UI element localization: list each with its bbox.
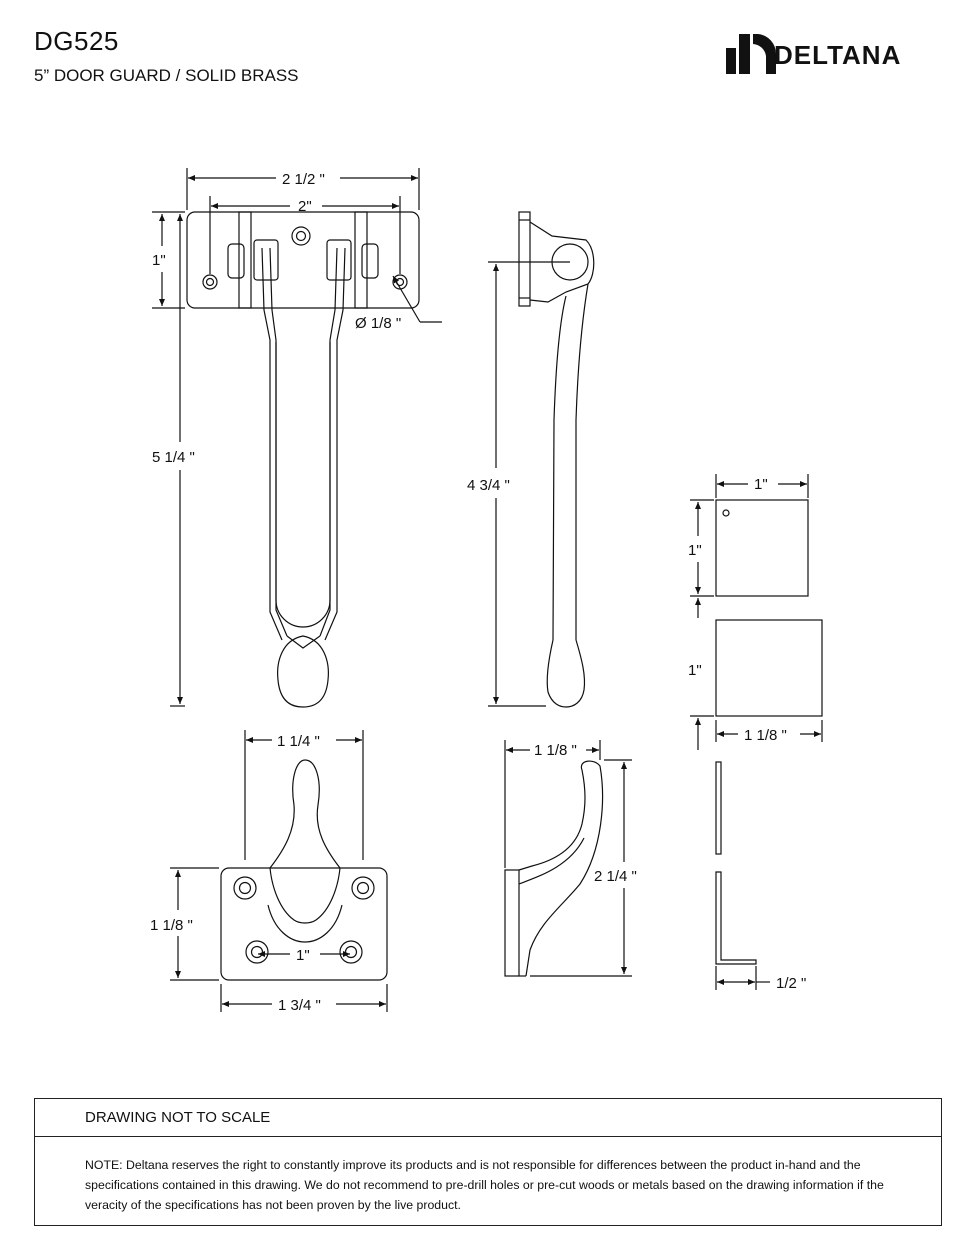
dim-shim-width: 1" xyxy=(754,476,768,493)
deltana-logo-icon xyxy=(726,34,777,74)
dim-side-length: 4 3/4 " xyxy=(467,477,510,494)
dim-keeper-loop-width: 1 1/4 " xyxy=(277,733,320,750)
shim-views xyxy=(715,499,823,965)
technical-drawing: 2 1/2 " 2" 1" 5 1/4 " Ø 1/8 " 4 3/4 " 1 … xyxy=(150,168,823,1014)
front-view xyxy=(186,211,420,708)
shim-dimension-lines xyxy=(690,474,823,990)
keeper-front-view xyxy=(220,759,388,981)
keeper-side-view xyxy=(504,760,604,977)
dim-bracket-leg: 1/2 " xyxy=(776,975,806,992)
dim-front-overall-length: 5 1/4 " xyxy=(152,449,195,466)
dim-shim2-width: 1 1/8 " xyxy=(744,727,787,744)
side-dimension-lines xyxy=(488,261,570,707)
product-model: DG525 xyxy=(34,26,119,56)
side-view xyxy=(518,211,595,708)
dim-front-plate-height: 1" xyxy=(152,252,166,269)
product-subtitle: 5” DOOR GUARD / SOLID BRASS xyxy=(34,66,299,85)
dim-shim2-height: 1" xyxy=(688,662,702,679)
dim-keeper-plate-width: 1 3/4 " xyxy=(278,997,321,1014)
keeper-side-dimension-lines xyxy=(504,740,632,977)
disclaimer-text: NOTE: Deltana reserves the right to cons… xyxy=(85,1158,884,1212)
keeper-front-dimension-lines xyxy=(170,730,388,1012)
dim-keeper-plate-height: 1 1/8 " xyxy=(150,917,193,934)
brand-name: DELTANA xyxy=(774,40,902,70)
dim-front-hole-spacing: 2" xyxy=(298,198,312,215)
dim-keeper-hole-spacing: 1" xyxy=(296,947,310,964)
dim-front-overall-width: 2 1/2 " xyxy=(282,171,325,188)
dim-keeper-side-depth: 1 1/8 " xyxy=(534,742,577,759)
notes-box: DRAWING NOT TO SCALE NOTE: Deltana reser… xyxy=(34,1098,942,1226)
front-dimension-lines xyxy=(152,168,442,707)
dim-hole-diameter: Ø 1/8 " xyxy=(355,315,401,332)
notes-header: DRAWING NOT TO SCALE xyxy=(35,1099,941,1137)
dim-shim-height: 1" xyxy=(688,542,702,559)
dim-keeper-side-height: 2 1/4 " xyxy=(594,868,637,885)
scale-note: DRAWING NOT TO SCALE xyxy=(85,1109,271,1126)
